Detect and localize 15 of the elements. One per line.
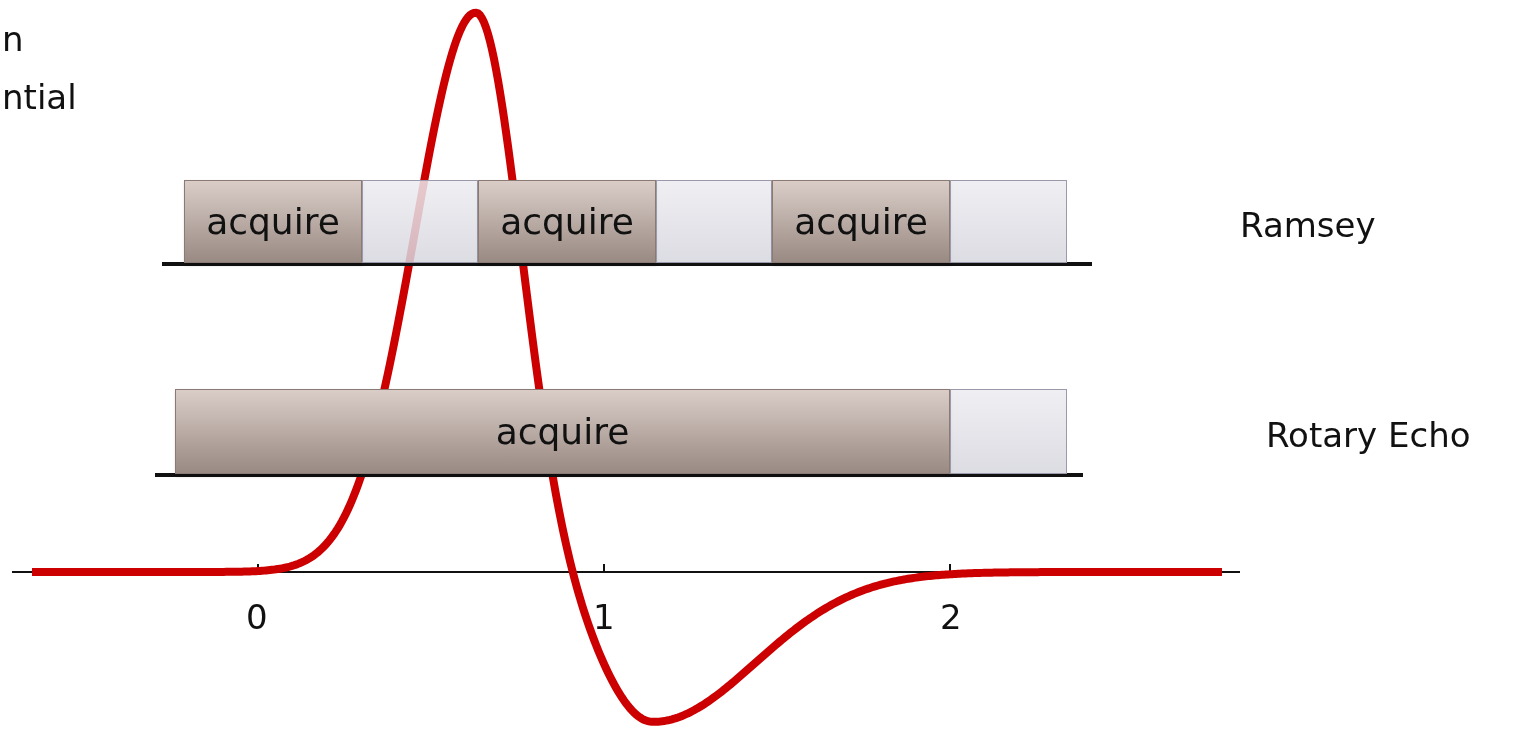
tick-label: 0: [246, 600, 268, 634]
legend-text: ntial: [2, 80, 77, 114]
block-label: acquire: [495, 411, 630, 452]
tick-label: 1: [593, 600, 615, 634]
row-label: Rotary Echo: [1266, 418, 1471, 452]
acquire-block: [184, 180, 362, 263]
legend-text: n: [2, 22, 24, 56]
acquire-block: [478, 180, 656, 263]
block-label: acquire: [500, 201, 634, 242]
row-label: Ramsey: [1240, 208, 1376, 242]
acquire-block: [772, 180, 950, 263]
block-label: acquire: [206, 201, 340, 242]
tick-label: 2: [940, 600, 962, 634]
block-label: acquire: [794, 201, 928, 242]
acquire-block: [175, 389, 950, 474]
